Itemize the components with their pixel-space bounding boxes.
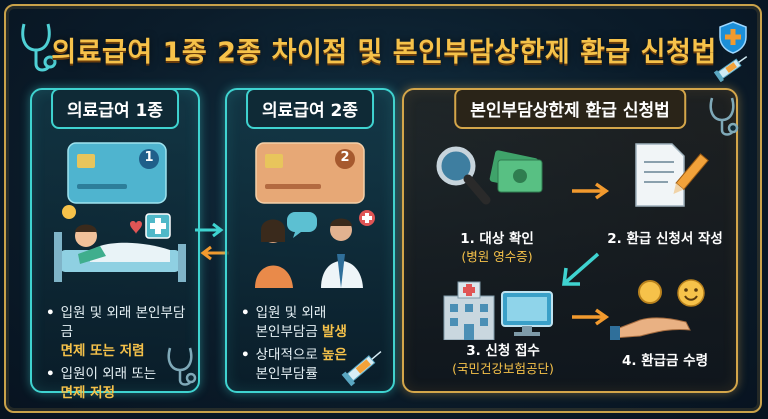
- patient-in-bed-illustration: [50, 210, 190, 288]
- stethoscope-icon: [164, 346, 198, 390]
- step-3: 3. 신청 접수 (국민건강보험공단): [418, 342, 588, 378]
- card-1-icon: [67, 142, 167, 204]
- step-1-label: 1. 대상 확인: [460, 231, 534, 247]
- hospital-icon: [440, 278, 498, 340]
- arrow-right-icon: [572, 308, 614, 326]
- syringe-icon: [712, 52, 752, 82]
- step-1-sub: (병원 영수증): [461, 249, 533, 264]
- shield-cross-icon: [718, 20, 748, 54]
- step-3-sub: (국민건강보험공단): [452, 361, 554, 376]
- card-1-number: 1: [144, 150, 154, 165]
- doctor-patient-illustration: [237, 208, 387, 290]
- step-3-label: 3. 신청 접수: [466, 343, 540, 359]
- magnifier-icon: [432, 144, 492, 206]
- stethoscope-icon: [706, 96, 740, 140]
- smiley-icon: [676, 278, 706, 308]
- card-2-icon: [255, 142, 365, 204]
- arrow-right-icon: [572, 182, 614, 200]
- smiley-icon: [62, 205, 76, 219]
- step-2-label: 2. 환급 신청서 작성: [607, 231, 723, 247]
- computer-icon: [500, 290, 554, 338]
- arrow-right-icon: [195, 222, 229, 238]
- money-icon: [488, 148, 548, 198]
- card-2-number: 2: [340, 150, 350, 165]
- step-1: 1. 대상 확인 (병원 영수증): [422, 230, 572, 266]
- step-2: 2. 환급 신청서 작성: [590, 230, 740, 248]
- panel-type1-heading: 의료급여 1종: [51, 88, 179, 129]
- panel-refund: 본인부담상한제 환급 신청법 1. 대상 확인 (병원 영수증): [402, 88, 738, 393]
- outer-frame: [4, 4, 762, 413]
- page-title: 의료급여 1종 2종 차이점 및 본인부담상한제 환급 신청법: [51, 37, 717, 68]
- panel-refund-heading: 본인부담상한제 환급 신청법: [454, 88, 686, 129]
- hand-coins-icon: [610, 276, 700, 342]
- arrow-left-icon: [195, 245, 229, 261]
- step-4-label: 4. 환급금 수령: [621, 353, 709, 369]
- arrow-down-left-icon: [556, 250, 602, 290]
- panel-type2-heading: 의료급여 2종: [246, 88, 374, 129]
- syringe-icon: [338, 344, 388, 388]
- stethoscope-icon: [16, 20, 60, 76]
- pencil-icon: [666, 152, 712, 202]
- step-4: 4. 환급금 수령: [590, 352, 740, 370]
